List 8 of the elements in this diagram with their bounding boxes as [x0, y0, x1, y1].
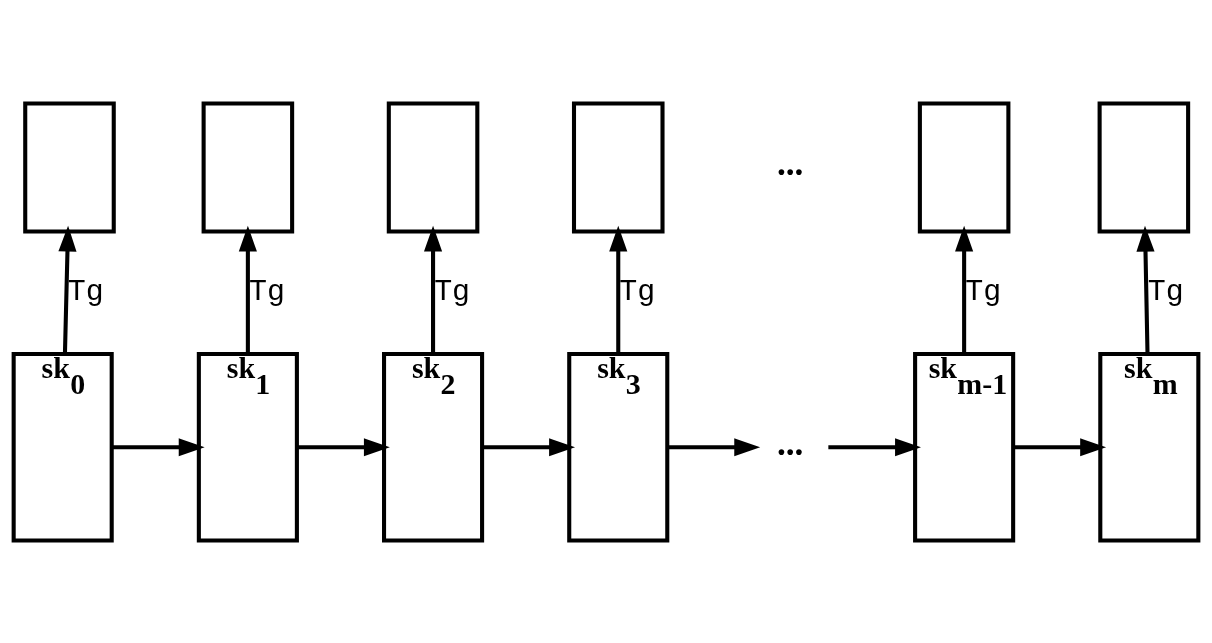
edge-label: Tg — [619, 274, 656, 309]
edge-label: Tg — [434, 274, 471, 309]
node-text: ... — [776, 421, 804, 462]
edge-label: Tg — [67, 274, 104, 309]
edge-label: Tg — [248, 274, 285, 309]
edge-label: Tg — [1147, 274, 1184, 309]
edge-label: Tg — [965, 274, 1002, 309]
label: ... — [776, 142, 804, 183]
